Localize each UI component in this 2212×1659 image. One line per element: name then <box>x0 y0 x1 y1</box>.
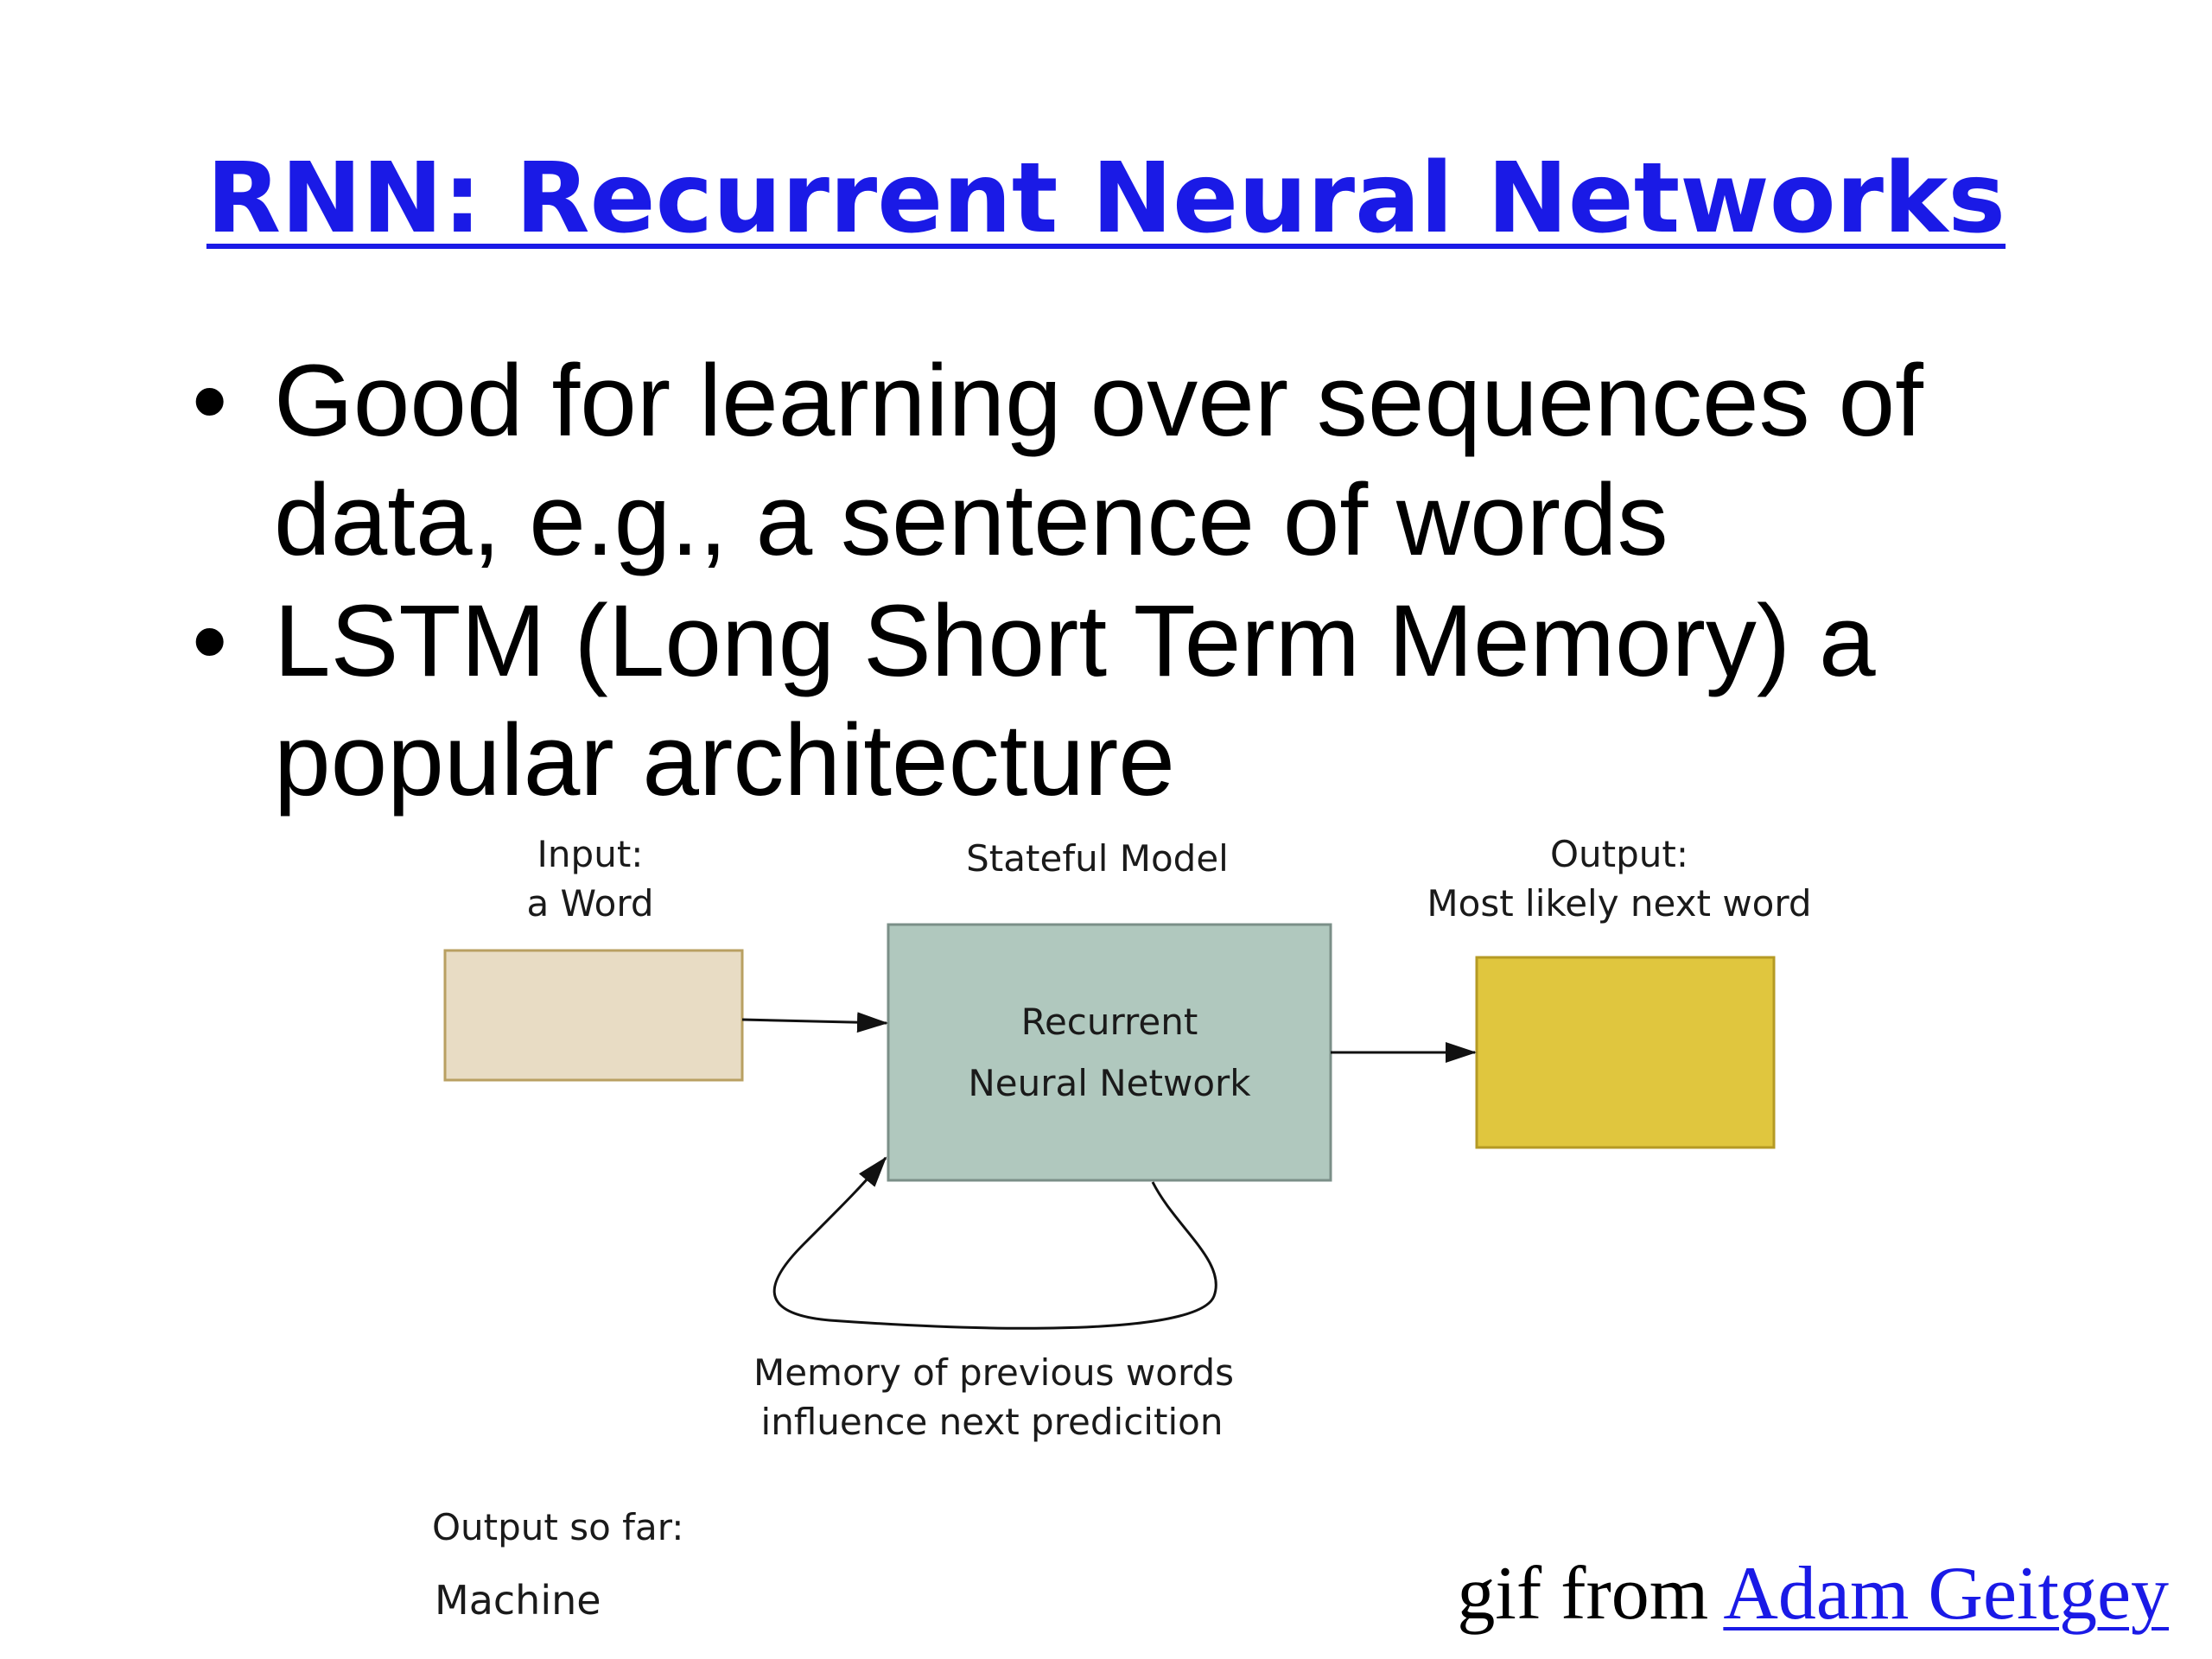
bullet-list: • Good for learning over sequences of da… <box>192 341 2050 822</box>
memory-loop-arrow <box>772 1156 1217 1330</box>
credit-prefix: gif from <box>1457 1552 1709 1636</box>
credit-line: gif from Adam Geitgey <box>1434 1547 2169 1642</box>
input-word-box <box>443 949 744 1082</box>
slide-title: RNN: Recurrent Neural Networks <box>0 138 2212 259</box>
bullet-text: LSTM (Long Short Term Memory) a popular … <box>274 584 1876 817</box>
bullet-text: Good for learning over sequences of data… <box>274 344 1923 577</box>
output-label: Output: <box>1550 833 1688 875</box>
output-label-sub: Most likely next word <box>1427 882 1811 925</box>
memory-caption: Memory of previous words <box>753 1351 1234 1394</box>
bullet-marker: • <box>192 584 228 698</box>
rnn-box <box>887 923 1332 1182</box>
rnn-box-label: Recurrent <box>1021 1001 1198 1043</box>
bullet-item: • Good for learning over sequences of da… <box>192 341 2050 580</box>
model-label: Stateful Model <box>966 837 1229 880</box>
credit-author-link[interactable]: Adam Geitgey <box>1723 1552 2169 1636</box>
output-so-far-value: Machine <box>435 1577 601 1624</box>
memory-caption-sub: influence next predicition <box>761 1401 1224 1443</box>
input-label-sub: a Word <box>526 882 653 925</box>
output-so-far-label: Output so far: <box>432 1506 683 1548</box>
slide-title-link[interactable]: RNN: Recurrent Neural Networks <box>206 143 2006 255</box>
input-label: Input: <box>537 833 644 875</box>
bullet-marker: • <box>192 344 228 458</box>
rnn-box-label-sub: Neural Network <box>968 1062 1251 1104</box>
input-to-rnn-arrow <box>741 1012 888 1033</box>
output-word-box <box>1475 956 1776 1149</box>
bullet-item: • LSTM (Long Short Term Memory) a popula… <box>192 582 2050 820</box>
